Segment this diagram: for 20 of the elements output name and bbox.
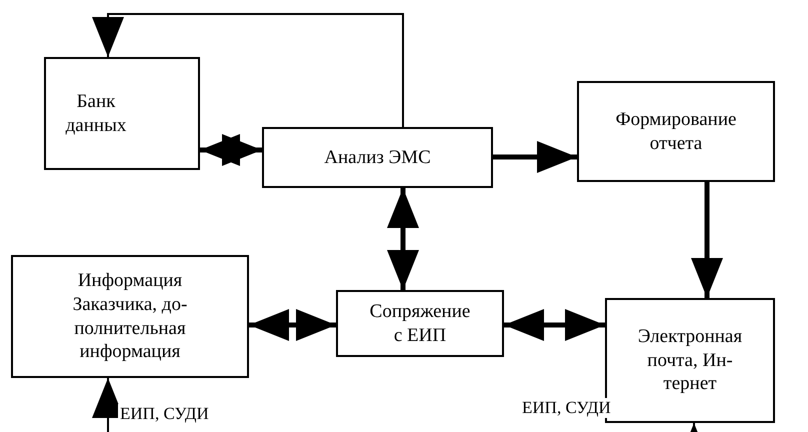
process-box xyxy=(577,81,775,182)
arrow xyxy=(387,188,419,290)
node-label: Формирование отчета xyxy=(614,108,738,156)
node-label: Банк данных xyxy=(64,90,128,138)
arrow xyxy=(249,309,336,341)
arrow xyxy=(92,13,404,127)
edge-label: ЕИП, СУДИ xyxy=(118,404,211,424)
process-box xyxy=(262,127,493,188)
process-box xyxy=(44,57,200,170)
arrow xyxy=(493,141,577,173)
node-label: Информация Заказчика, до- полнительная информация xyxy=(72,269,188,364)
node-label: Сопряжение с ЕИП xyxy=(368,300,472,348)
arrow xyxy=(691,182,723,298)
process-box xyxy=(11,255,249,378)
arrow xyxy=(504,309,605,341)
node-label: Анализ ЭМС xyxy=(324,146,431,170)
arrow xyxy=(200,134,262,166)
node-label: Электронная почта, Ин- тернет xyxy=(636,324,744,396)
process-box xyxy=(336,290,504,357)
edge-label: ЕИП, СУДИ xyxy=(520,398,613,418)
